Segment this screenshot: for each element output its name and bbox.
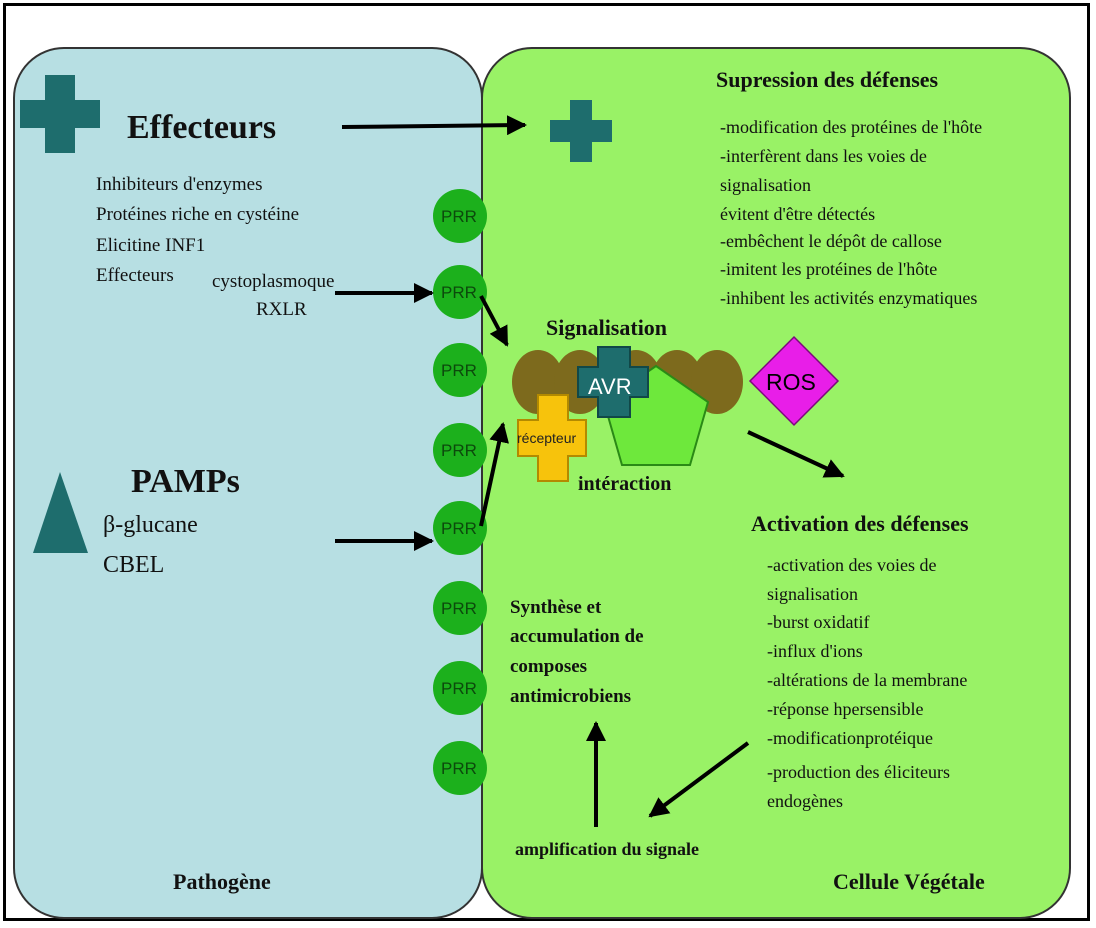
suppression-title: Supression des défenses: [716, 67, 939, 92]
signaling-complex: [512, 335, 840, 482]
effecteurs-title: Effecteurs: [127, 109, 277, 146]
suppression-item: évitent d'être détectés: [720, 204, 876, 224]
arrow-prr-to-signaling: [479, 295, 509, 347]
synthesis-line: accumulation de: [510, 626, 644, 647]
arrow-prr-to-receptor: [479, 422, 509, 527]
prr-receptor-icon: [433, 265, 487, 319]
effector-item: Inhibiteurs d'enzymes: [96, 174, 263, 195]
interaction-label: intéraction: [578, 473, 672, 495]
prr-receptor-icon: [433, 741, 487, 795]
effector-item: Protéines riche en cystéine: [96, 204, 300, 225]
plant-cell: [481, 47, 1071, 919]
receptor-cross-icon: [517, 394, 587, 482]
synthesis-line: Synthèse et: [510, 597, 602, 618]
arrow-effector-to-plant: [341, 115, 527, 136]
prr-receptor-icon: [433, 343, 487, 397]
synthesis-line: antimicrobiens: [510, 686, 632, 707]
activation-title: Activation des défenses: [751, 511, 969, 536]
suppression-item: signalisation: [720, 175, 811, 195]
suppression-item: -interfèrent dans les voies de: [720, 146, 927, 166]
plant-cell-label: Cellule Végétale: [833, 869, 985, 894]
pamp-item: CBEL: [103, 552, 165, 578]
prr-label: PRR: [441, 759, 477, 778]
synthesis-line: composes: [510, 656, 588, 677]
prr-receptor-icon: [433, 189, 487, 243]
prr-label: PRR: [441, 441, 477, 460]
arrows: [335, 115, 845, 827]
activation-item: endogènes: [767, 791, 843, 811]
recepteur-label: récepteur: [517, 430, 576, 446]
arrow-signaling-to-activation: [747, 430, 845, 478]
suppression-item: -modification des protéines de l'hôte: [720, 117, 983, 137]
prr-label: PRR: [441, 519, 477, 538]
activation-item: -influx d'ions: [767, 641, 863, 661]
pathogen-label: Pathogène: [173, 869, 271, 894]
membrane-protein-icon: [691, 350, 743, 414]
prr-label: PRR: [441, 361, 477, 380]
amplification-label: amplification du signale: [515, 839, 700, 859]
effector-item: Elicitine INF1: [96, 235, 206, 256]
effector-cross-icon: [20, 75, 100, 153]
prr-receptor-icon: [433, 501, 487, 555]
activation-item: -production des éliciteurs: [767, 762, 950, 782]
prr-label: PRR: [441, 283, 477, 302]
avr-cross-icon: [577, 346, 649, 418]
suppression-item: -embêchent le dépôt de callose: [720, 231, 942, 251]
pamp-triangle-icon: [33, 472, 88, 553]
suppression-item: -inhibent les activités enzymatiques: [720, 288, 978, 308]
prr-receptor-icon: [433, 581, 487, 635]
suppression-item: -imitent les protéines de l'hôte: [720, 259, 938, 279]
effector-cross-icon-plant: [550, 100, 612, 162]
ros-diamond-icon: [748, 335, 840, 427]
pamps-title: PAMPs: [131, 463, 240, 500]
ros-label: ROS: [766, 369, 816, 395]
activation-item: -activation des voies de: [767, 555, 937, 575]
effector-item: cystoplasmoque: [212, 271, 335, 292]
prr-receptor-icon: [433, 661, 487, 715]
prr-label: PRR: [441, 599, 477, 618]
activation-item: signalisation: [767, 584, 858, 604]
activation-item: -réponse hpersensible: [767, 699, 924, 719]
prr-labels: PRR PRR PRR PRR PRR PRR PRR PRR: [441, 207, 477, 778]
prr-label: PRR: [441, 679, 477, 698]
prr-label: PRR: [441, 207, 477, 226]
pamp-item: β-glucane: [103, 512, 198, 538]
signalisation-label: Signalisation: [546, 315, 668, 340]
activation-item: -modificationprotéique: [767, 728, 933, 748]
prr-receptor-icon: [433, 423, 487, 477]
effector-item: Effecteurs: [96, 265, 174, 286]
activation-item: -burst oxidatif: [767, 612, 870, 632]
avr-label: AVR: [588, 374, 632, 399]
effector-item: RXLR: [256, 299, 307, 320]
prr-column: [433, 189, 487, 795]
activation-item: -altérations de la membrane: [767, 670, 968, 690]
arrow-activation-to-amplification: [648, 741, 750, 818]
